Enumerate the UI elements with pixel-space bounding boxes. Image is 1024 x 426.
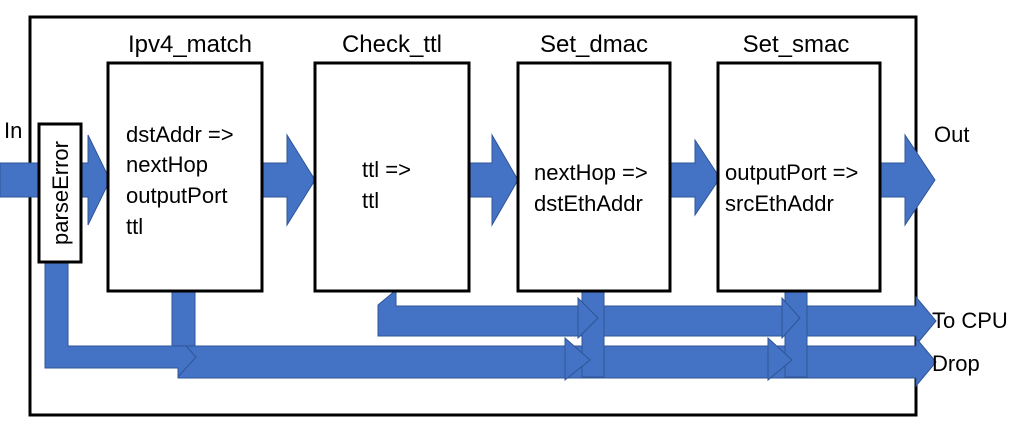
ipv4-line-4: ttl	[126, 214, 143, 239]
drop-bus	[177, 336, 937, 388]
stage-title-set-dmac: Set_dmac	[540, 31, 648, 58]
ttl-line-1: ttl =>	[362, 157, 411, 182]
stage-title-check-ttl: Check_ttl	[342, 31, 442, 58]
input-label: In	[4, 118, 22, 143]
smac-drop-arrowhead	[767, 336, 793, 382]
stage-box-set-dmac	[516, 61, 672, 293]
stage-boxes	[37, 61, 882, 293]
dmac-line-2: dstEthAddr	[534, 191, 643, 216]
dmac-cpu-arrowhead	[577, 296, 599, 340]
stage-title-ipv4-match: Ipv4_match	[128, 31, 252, 58]
ttl-to-dmac-arrow	[469, 133, 519, 227]
set-smac-drop-tap	[784, 289, 808, 378]
dmac-to-smac-arrow	[669, 138, 721, 217]
ipv4-line-1: dstAddr =>	[126, 122, 234, 147]
to-cpu-label: To CPU	[932, 308, 1008, 333]
pipeline-frame	[28, 15, 918, 417]
dmac-drop-arrowhead	[564, 336, 591, 382]
smac-line-2: srcEthAddr	[725, 191, 834, 216]
stage-box-check-ttl	[313, 61, 471, 293]
flow-arrows	[0, 133, 937, 388]
ipv4-drop-tap	[171, 289, 196, 347]
output-label: Out	[934, 122, 969, 147]
dmac-line-1: nextHop =>	[534, 160, 648, 185]
smac-cpu-arrowhead	[781, 296, 801, 340]
ipv4-to-ttl-arrow	[261, 133, 316, 227]
to-cpu-bus	[377, 288, 937, 347]
parse-error-branch	[44, 261, 197, 379]
output-arrow	[879, 133, 936, 227]
stage-box-ipv4-match	[106, 61, 264, 293]
smac-line-1: outputPort =>	[725, 160, 858, 185]
ipv4-line-2: nextHop	[126, 152, 208, 177]
stage-box-set-smac	[716, 61, 882, 293]
stage-title-set-smac: Set_smac	[743, 31, 850, 58]
parse-error-label: parseError	[48, 141, 73, 245]
drop-label: Drop	[932, 351, 980, 376]
ttl-line-2: ttl	[362, 188, 379, 213]
parse-error-box	[37, 122, 83, 264]
ipv4-line-3: outputPort	[126, 183, 228, 208]
